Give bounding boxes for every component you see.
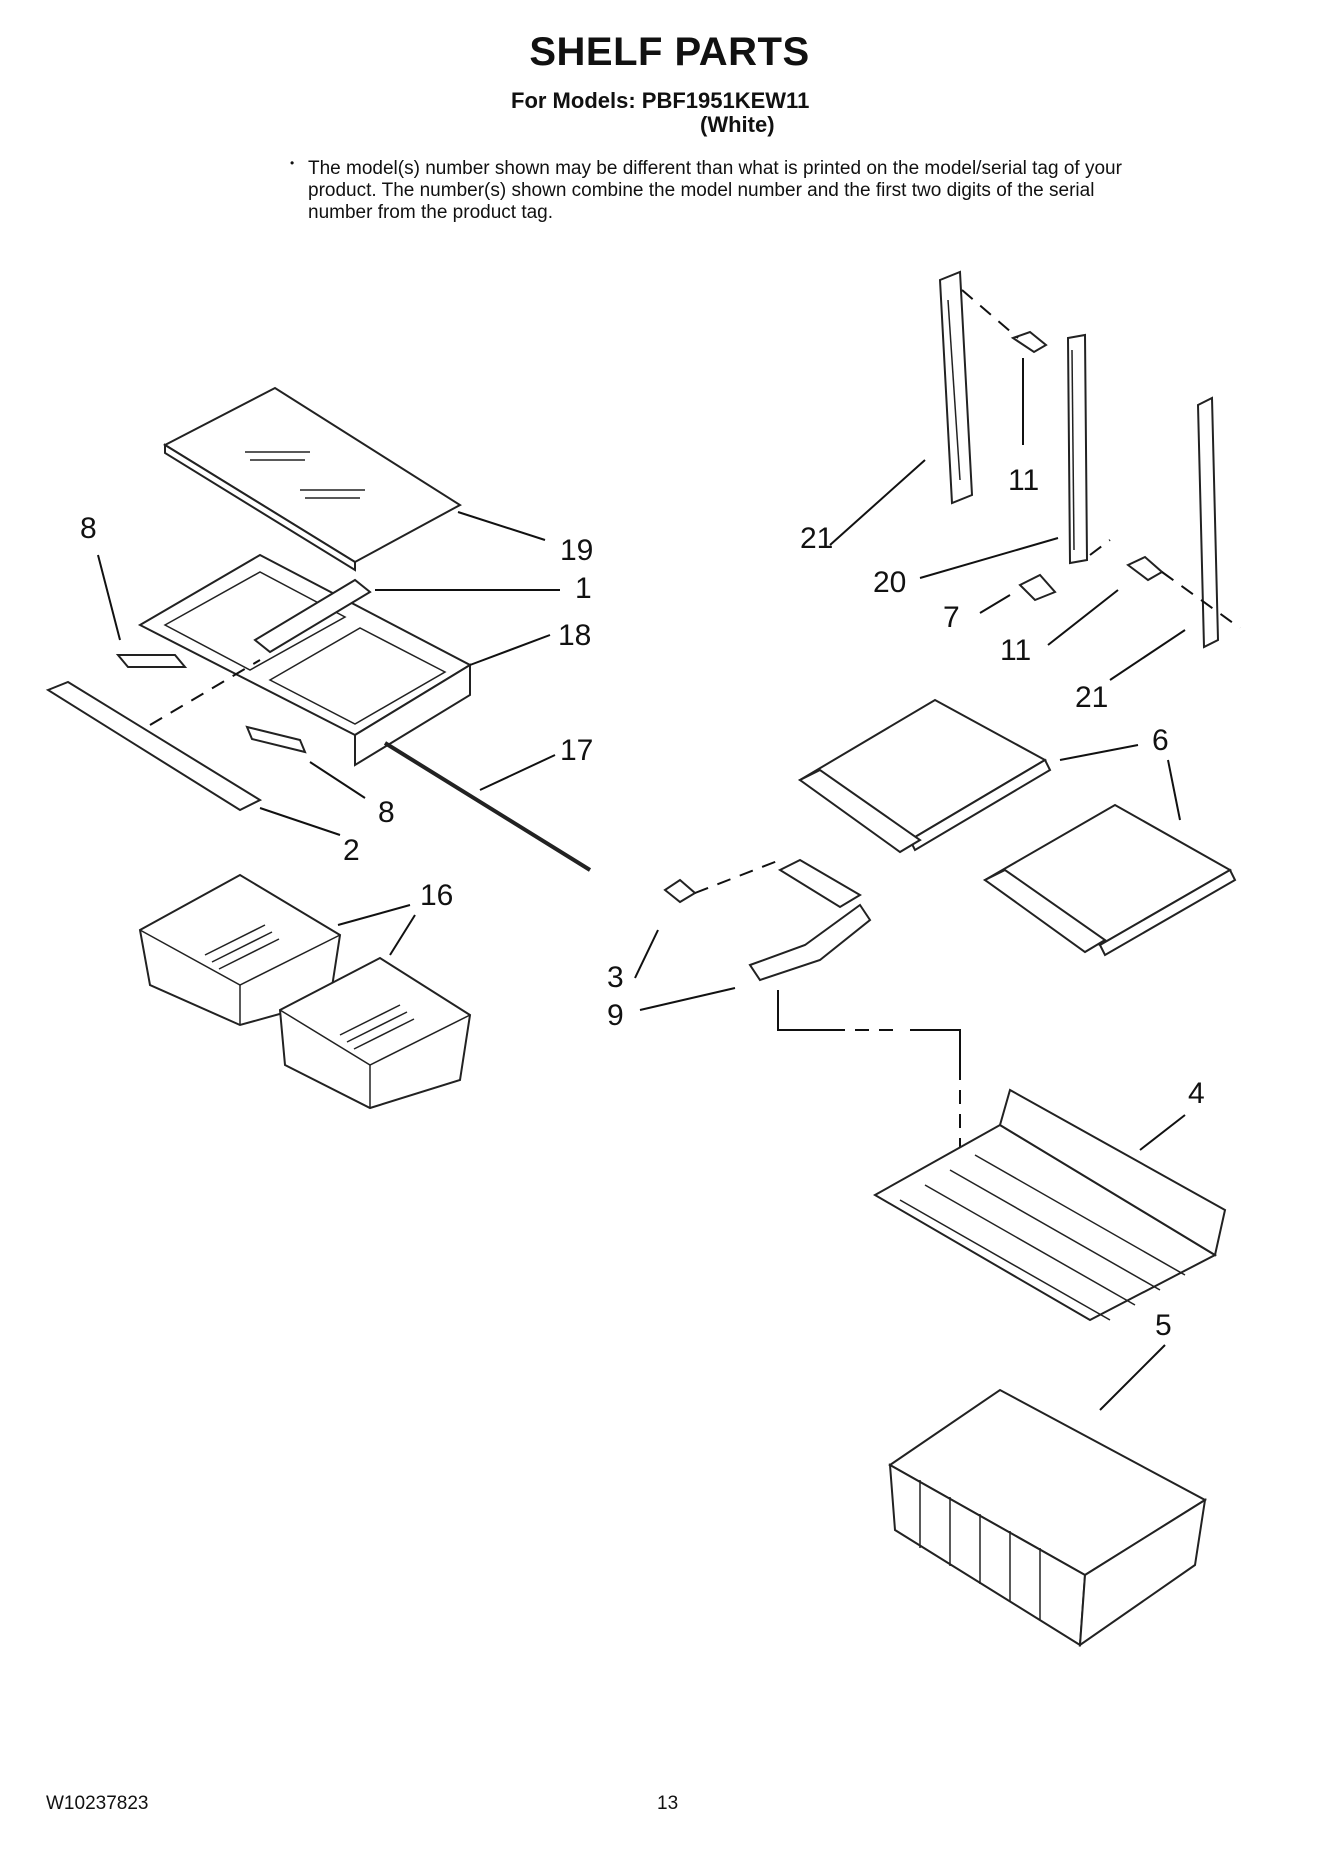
part-trim-strip xyxy=(45,680,263,812)
part-wire-basket xyxy=(888,1388,1207,1648)
part-clip-lower xyxy=(245,725,307,754)
callout-21-lower: 21 xyxy=(1075,681,1108,714)
page-number: 13 xyxy=(657,1793,679,1814)
document-number: W10237823 xyxy=(46,1793,149,1814)
part-screw-11-lower xyxy=(1126,555,1164,582)
callout-4: 4 xyxy=(1188,1077,1205,1110)
part-wire-shelf xyxy=(872,1088,1227,1322)
part-shelf-lower xyxy=(982,803,1237,957)
part-standard-center xyxy=(1066,333,1089,565)
callout-2: 2 xyxy=(343,834,360,867)
callout-7: 7 xyxy=(943,601,960,634)
callout-5: 5 xyxy=(1155,1309,1172,1342)
note-bullet: • xyxy=(290,156,295,170)
callout-1: 1 xyxy=(575,572,592,605)
part-screw-3 xyxy=(663,878,697,904)
callout-8-upper: 8 xyxy=(80,512,97,545)
callout-19: 19 xyxy=(560,534,593,567)
callout-11-lower: 11 xyxy=(1000,634,1031,667)
part-glass-shelf xyxy=(162,386,462,572)
part-shelf-upper xyxy=(797,698,1052,854)
callout-17: 17 xyxy=(560,734,593,767)
part-screw-11-upper xyxy=(1010,330,1048,354)
callout-6: 6 xyxy=(1152,724,1169,757)
callout-11-upper: 11 xyxy=(1008,464,1039,497)
model-note: The model(s) number shown may be differe… xyxy=(308,158,1122,223)
callout-3: 3 xyxy=(607,961,624,994)
callout-16: 16 xyxy=(420,879,453,912)
callout-9: 9 xyxy=(607,999,624,1032)
part-standard-right xyxy=(1196,396,1220,649)
part-bracket xyxy=(748,858,872,982)
callout-18: 18 xyxy=(558,619,591,652)
model-variant: (White) xyxy=(700,112,775,137)
part-screw-7 xyxy=(1018,573,1057,602)
part-rod xyxy=(383,741,592,872)
page-title: SHELF PARTS xyxy=(529,30,810,74)
models-line: For Models: PBF1951KEW11 xyxy=(511,88,810,113)
callout-8-lower: 8 xyxy=(378,796,395,829)
part-shelf-frame xyxy=(137,553,473,767)
callout-20: 20 xyxy=(873,566,906,599)
part-crisper-drawer-2 xyxy=(278,956,472,1110)
callout-21-upper: 21 xyxy=(800,522,833,555)
part-clip-upper xyxy=(115,654,188,668)
part-standard-left xyxy=(938,270,974,505)
